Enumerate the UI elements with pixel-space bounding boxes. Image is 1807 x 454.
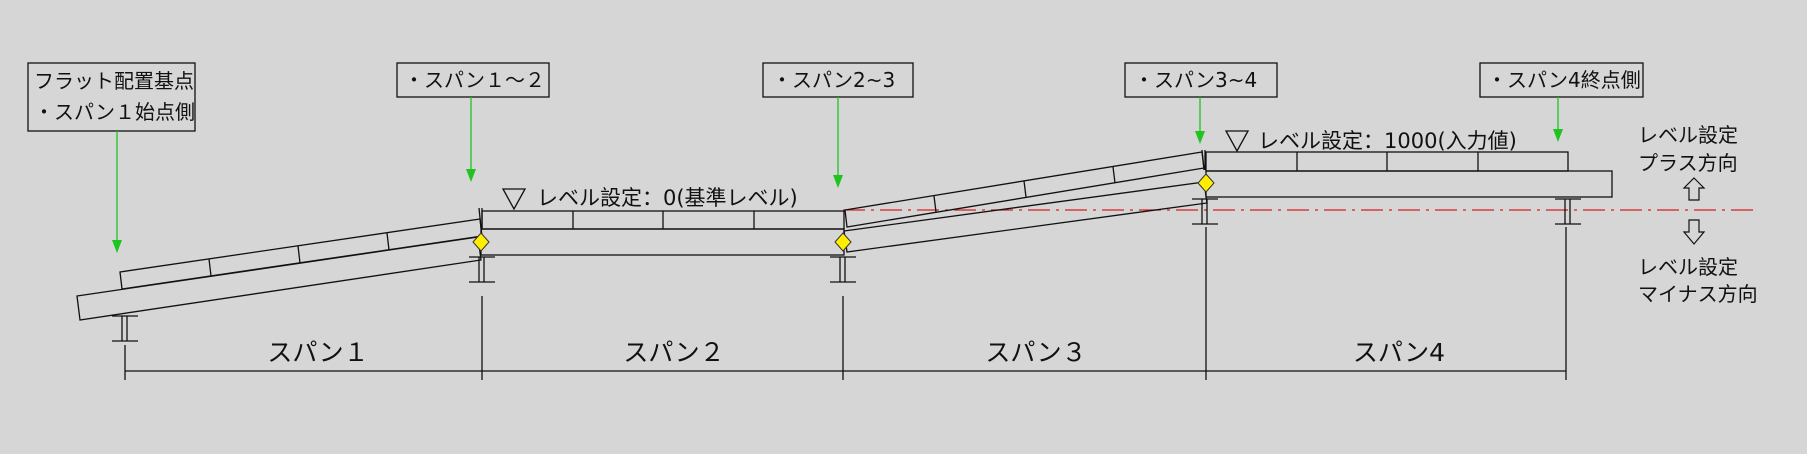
span1-deck-slabs bbox=[119, 218, 483, 290]
callout-base: フラット配置基点 ・スパン１始点側 bbox=[27, 62, 196, 132]
yellow-diamond-icon bbox=[834, 232, 852, 252]
callout-span2-3: ・スパン2~3 bbox=[762, 62, 914, 98]
direction-minus-line1: レベル設定 bbox=[1638, 255, 1738, 279]
direction-plus-line1: レベル設定 bbox=[1638, 123, 1738, 147]
callout-span1-2-text: ・スパン１～２ bbox=[404, 68, 545, 92]
joint-marks bbox=[478, 149, 1206, 229]
direction-minus-line2: マイナス方向 bbox=[1638, 282, 1758, 306]
dimension-lines bbox=[124, 227, 1567, 380]
hollow-up-arrow-icon bbox=[1682, 177, 1706, 201]
i-beam-support-icon bbox=[830, 256, 856, 283]
span2-girder bbox=[480, 228, 845, 256]
callout-base-line2: ・スパン１始点側 bbox=[34, 100, 195, 124]
span-label-1: スパン１ bbox=[267, 338, 368, 367]
callout-arrows bbox=[112, 97, 1563, 253]
span2-deck-slabs bbox=[481, 210, 845, 230]
callout-span2-3-text: ・スパン2~3 bbox=[772, 68, 895, 92]
inverted-triangle-icon bbox=[501, 188, 527, 211]
callout-base-line1: フラット配置基点 bbox=[34, 69, 194, 93]
span-label-3: スパン３ bbox=[985, 338, 1086, 367]
i-beam-support-icon bbox=[1192, 198, 1218, 225]
callout-span4-end-text: ・スパン4終点側 bbox=[1487, 68, 1641, 92]
callout-span3-4-text: ・スパン3~4 bbox=[1134, 68, 1257, 92]
callout-span1-2: ・スパン１～２ bbox=[396, 62, 550, 98]
i-beam-support-icon bbox=[112, 315, 138, 342]
i-beam-support-icon bbox=[1555, 198, 1581, 225]
level-label-zero: レベル設定：0(基準レベル) bbox=[537, 186, 798, 210]
span4-girder bbox=[1205, 170, 1613, 198]
hollow-down-arrow-icon bbox=[1682, 219, 1706, 245]
callout-span3-4: ・スパン3~4 bbox=[1124, 62, 1278, 98]
span4-deck-slabs bbox=[1205, 151, 1569, 172]
span-label-2: スパン２ bbox=[623, 338, 724, 367]
inverted-triangle-icon bbox=[1224, 130, 1250, 153]
direction-plus-line2: プラス方向 bbox=[1638, 151, 1738, 175]
callout-span4-end: ・スパン4終点側 bbox=[1479, 62, 1644, 98]
span-label-4: スパン4 bbox=[1353, 338, 1445, 367]
level-label-thousand: レベル設定：1000(入力値) bbox=[1258, 129, 1517, 153]
span1-girder bbox=[76, 236, 482, 321]
yellow-diamond-icon bbox=[472, 232, 490, 252]
i-beam-support-icon bbox=[469, 256, 495, 283]
yellow-diamond-icon bbox=[1197, 173, 1215, 193]
